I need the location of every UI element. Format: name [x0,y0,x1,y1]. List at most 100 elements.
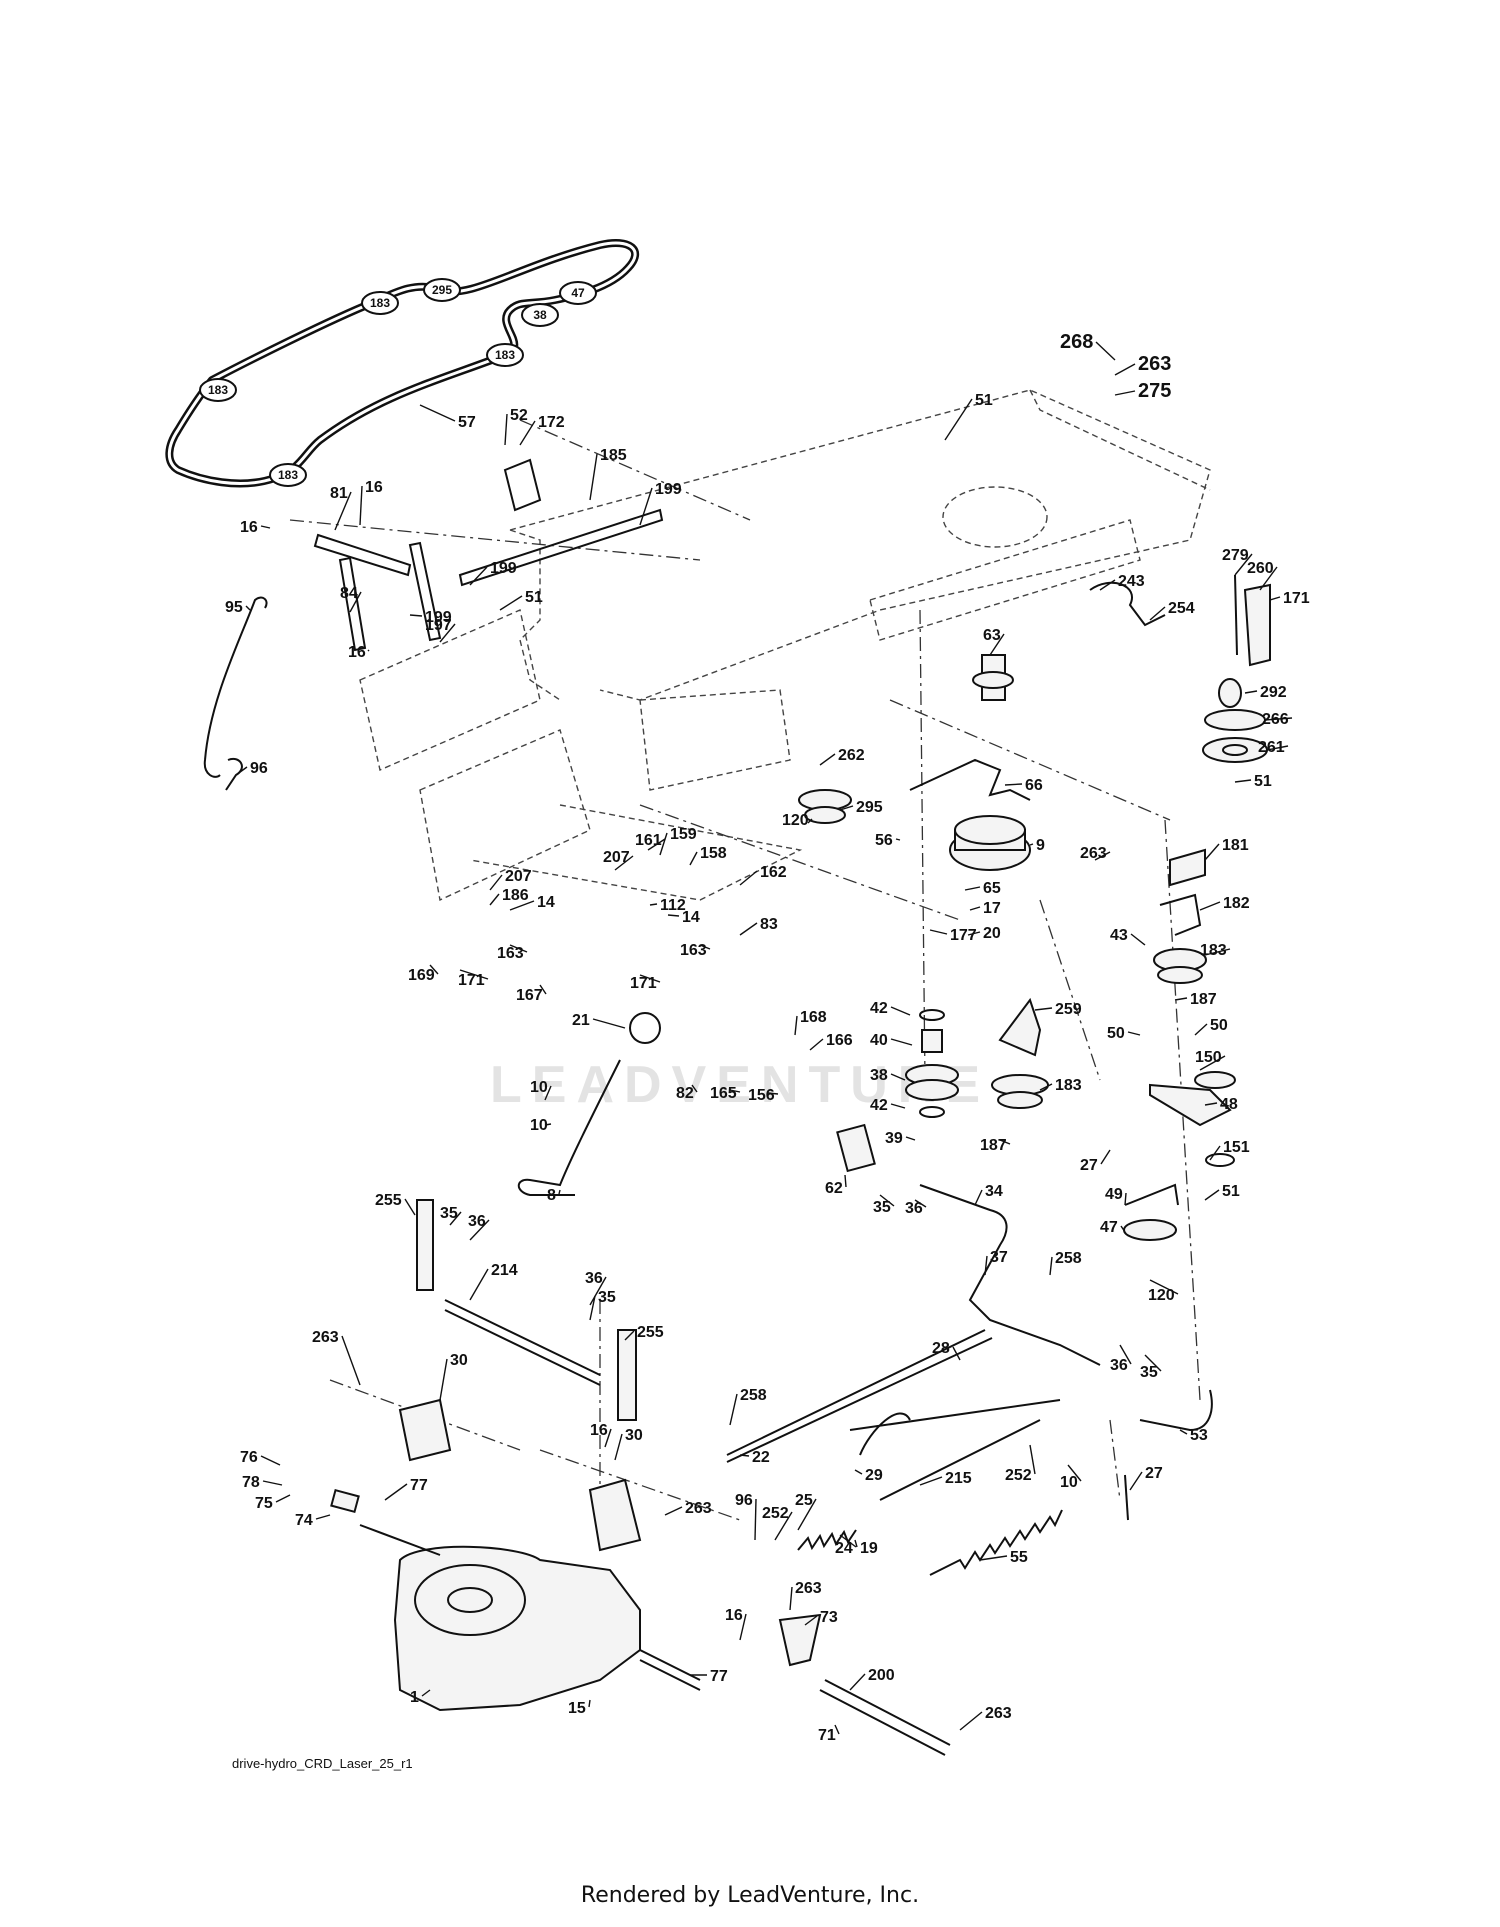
part-callout: 35 [1140,1364,1158,1381]
callout-leader [419,404,456,422]
part-callout: 30 [625,1427,643,1444]
callout-leader [739,922,758,936]
part-callout: 96 [250,760,268,777]
callout-leader [260,1455,281,1466]
part-callout: 199 [425,609,452,626]
callout-leader [854,1469,863,1475]
callout-leader [1149,1279,1179,1295]
callout-leader [359,485,363,526]
part-callout: 27 [1145,1465,1163,1482]
part-callout: 75 [255,1495,273,1512]
callout-leader [1234,779,1252,783]
callout-leader [754,1498,757,1541]
callout-leader [919,1476,943,1486]
callout-leader [499,595,523,611]
part-callout: 55 [1010,1549,1028,1566]
callout-leader [614,855,634,871]
diagram-caption: drive-hydro_CRD_Laser_25_r1 [232,1756,413,1771]
callout-leader [558,1189,561,1195]
part-callout: 183 [1055,1077,1082,1094]
belt-pulley-label: 183 [278,468,298,482]
part-callout: 169 [408,967,435,984]
callout-leader [895,838,901,841]
part-callout: 36 [905,1200,923,1217]
belt-pulley-label: 183 [370,296,390,310]
belt-pulley-label: 183 [208,383,228,397]
callout-leader [449,1211,462,1226]
part-callout: 43 [1110,927,1128,944]
part-callout: 16 [240,519,258,536]
part-callout: 163 [497,945,524,962]
callout-leader [1204,1189,1220,1201]
part-callout: 207 [505,868,532,885]
callout-leader [974,1189,983,1206]
callout-leader [429,964,439,975]
part-callout: 73 [820,1609,838,1626]
part-callout: 177 [950,927,977,944]
callout-leader [809,1038,824,1051]
part-callout: 65 [983,880,1001,897]
part-callout: 171 [1283,590,1310,607]
callout-leader [1120,1225,1126,1233]
belt-pulley-tag [269,463,307,487]
part-callout: 243 [1118,573,1145,590]
callout-leader [807,818,813,824]
callout-leader [592,1018,626,1029]
part-callout: 19 [860,1540,878,1557]
part-callout: 263 [985,1705,1012,1722]
part-callout: 22 [752,1449,770,1466]
part-callout: 38 [870,1067,888,1084]
callout-leader [235,766,248,776]
part-callout: 77 [710,1668,728,1685]
callout-leader [1100,1149,1111,1165]
callout-leader [334,491,352,531]
part-callout: 171 [630,975,657,992]
callout-leader [588,1699,591,1708]
callout-leader [589,1276,607,1306]
callout-leader [729,1089,741,1093]
callout-leader [834,1724,840,1735]
part-callout: 36 [1110,1357,1128,1374]
part-callout: 260 [1247,560,1274,577]
callout-leader [384,1483,408,1501]
callout-leader [819,753,836,766]
part-callout: 151 [1223,1139,1250,1156]
callout-leader [647,838,666,851]
callout-leader [844,1174,847,1188]
part-callout: 50 [1107,1025,1125,1042]
callout-leader [639,487,653,526]
callout-leader [789,1586,793,1611]
part-callout: 279 [1222,547,1249,564]
callout-leader [839,1534,857,1548]
part-callout: 39 [885,1130,903,1147]
part-callout: 96 [735,1492,753,1509]
callout-leader [1049,1256,1053,1276]
callout-leader [509,900,535,911]
part-callout: 1 [410,1689,419,1706]
belt-pulley-label: 183 [495,348,515,362]
part-callout: 159 [670,826,697,843]
callout-leader [849,1673,866,1691]
part-callout: 215 [945,1470,972,1487]
part-callout: 252 [1005,1467,1032,1484]
part-callout: 263 [1138,353,1171,375]
callout-leader [1174,997,1188,1001]
part-callout: 199 [490,560,517,577]
callout-leader [879,1194,895,1207]
callout-leader [794,1015,798,1036]
callout-leader [404,1198,416,1216]
part-callout: 51 [1222,1183,1240,1200]
callout-leader [275,1494,291,1503]
part-callout: 62 [825,1180,843,1197]
callout-leader [459,969,489,980]
part-callout: 57 [458,414,476,431]
callout-leader [349,591,362,613]
callout-leader [890,1103,906,1109]
part-callout: 10 [1060,1474,1078,1491]
callout-leader [890,1038,913,1046]
callout-leader [439,623,456,643]
callout-leader [689,851,698,866]
part-callout: 258 [1055,1250,1082,1267]
part-callout: 112 [660,897,686,914]
part-callout: 50 [1210,1017,1228,1034]
